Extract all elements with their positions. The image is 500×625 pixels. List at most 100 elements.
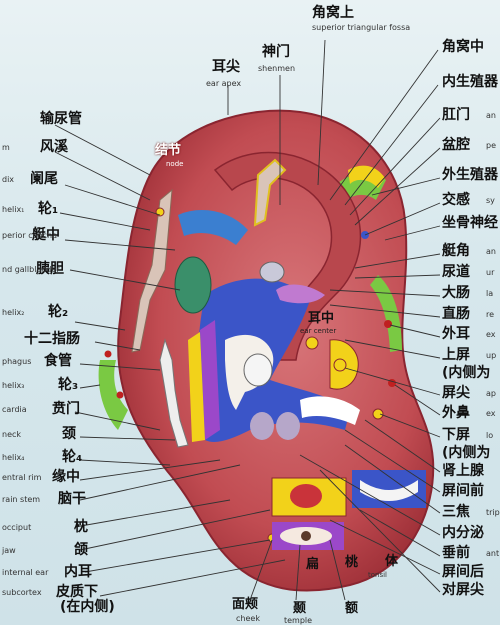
right-label-4: 外生殖器	[442, 167, 498, 183]
left-label-4: 艇中	[32, 227, 60, 243]
bladder-illustration	[259, 261, 285, 283]
right-label-3: 盆腔	[442, 137, 470, 153]
left-label-en-6: helix₂	[2, 308, 25, 317]
left-label-16: 颌	[74, 542, 88, 558]
right-label-en-11: ex	[486, 330, 496, 339]
left-label-6: 轮₂	[48, 304, 69, 320]
right-label-10: 直肠	[442, 306, 470, 322]
right-label-7: 艇角	[442, 243, 470, 259]
left-label-en-16: jaw	[2, 546, 16, 555]
right-label-17: (内侧为	[442, 445, 491, 461]
right-label-9: 大肠	[442, 285, 470, 301]
red-dot-3	[104, 350, 112, 358]
left-label-en-2: dix	[2, 175, 15, 184]
right-label-20: 三焦	[442, 504, 470, 520]
left-label-11: 颈	[62, 426, 76, 442]
bottom-label-forehead: 额	[345, 601, 359, 616]
ear-center-label-en: ear center	[300, 327, 337, 335]
right-label-2: 肛门	[442, 107, 470, 123]
left-label-3: 轮₁	[38, 201, 59, 217]
lobe-label-3: 体	[385, 554, 399, 569]
red-dot-1	[384, 320, 392, 328]
left-label-0: 输尿管	[40, 111, 82, 127]
concha-purple-strip	[200, 320, 220, 440]
lung-left	[250, 412, 274, 440]
colon-illustration	[276, 284, 325, 304]
intertragic-white	[300, 396, 360, 425]
intestine-illustration	[253, 158, 287, 227]
right-label-en-2: an	[486, 111, 496, 120]
right-label-23: 屏间后	[442, 564, 484, 580]
helix-green-left	[98, 360, 128, 430]
tragus-dot	[333, 358, 347, 372]
left-label-14: 脑干	[58, 491, 86, 507]
teeth-illustration	[360, 480, 418, 501]
right-label-en-20: trip	[486, 508, 500, 517]
right-label-18: 肾上腺	[442, 463, 484, 479]
bottom-label-temple-en: temple	[284, 616, 313, 625]
right-label-6: 坐骨神经	[442, 215, 498, 231]
left-label-en-12: helix₄	[2, 453, 25, 462]
ear-center-label: 耳中	[308, 311, 335, 326]
right-label-12: 上屏	[442, 347, 470, 363]
right-label-en-3: pe	[486, 141, 496, 150]
right-label-24: 对屏尖	[442, 582, 484, 598]
left-label-1: 风溪	[40, 139, 68, 155]
left-label-en-11: neck	[2, 430, 22, 439]
helix-green-right	[370, 275, 402, 352]
left-label-en-5: nd gallbladder	[2, 265, 60, 274]
top-label-ear-apex: 耳尖	[212, 59, 240, 75]
rectum-dot	[372, 408, 384, 420]
bottom-label-cheek: 面颊	[232, 597, 259, 612]
left-label-en-8: phagus	[2, 357, 32, 366]
right-label-13: (内侧为	[442, 365, 491, 381]
spine-illustration	[159, 338, 189, 448]
right-label-en-12: up	[486, 351, 497, 360]
right-label-15: 外鼻	[442, 405, 470, 421]
top-label-triangular-fossa-en: superior triangular fossa	[312, 23, 411, 32]
lung-right	[276, 412, 300, 440]
red-dot-4	[116, 391, 124, 399]
left-label-9: 轮₃	[58, 377, 79, 393]
right-label-0: 角窝中	[442, 39, 484, 55]
right-label-en-9: la	[486, 289, 494, 298]
concha-blue-upper	[178, 210, 248, 245]
left-label-en-10: cardia	[2, 405, 27, 414]
ear-center-dot	[305, 336, 319, 350]
right-label-21: 内分泌	[442, 525, 484, 541]
right-label-16: 下屏	[442, 427, 470, 443]
left-label-17: 内耳	[64, 564, 92, 580]
right-label-22: 垂前	[442, 545, 470, 561]
kidney-illustration	[174, 256, 212, 314]
right-label-en-7: an	[486, 247, 496, 256]
left-label-15: 枕	[74, 519, 88, 535]
left-label-en-17: internal ear	[2, 568, 49, 577]
left-label-en-13: entral rim	[2, 473, 42, 482]
top-label-ear-apex-en: ear apex	[206, 79, 242, 88]
left-label-19: (在内侧)	[60, 599, 115, 615]
top-label-shenmen: 神门	[262, 44, 290, 60]
left-label-en-9: helix₃	[2, 381, 25, 390]
left-label-8: 食管	[44, 353, 72, 369]
heart-illustration	[243, 353, 273, 387]
concha-yellow-strip	[188, 332, 205, 442]
lobe-label-1: 扁	[306, 557, 320, 572]
right-label-en-22: ant	[486, 549, 500, 558]
antihelix	[213, 151, 362, 361]
pupil-illustration	[301, 531, 311, 541]
top-label-triangular-fossa: 角窝上	[312, 5, 354, 21]
right-label-en-5: sy	[486, 196, 495, 205]
right-label-14: 屏尖	[442, 385, 470, 401]
right-label-19: 屏间前	[442, 483, 484, 499]
right-label-11: 外耳	[442, 326, 470, 342]
left-label-12: 轮₄	[62, 449, 83, 465]
right-label-5: 交感	[442, 192, 470, 208]
left-label-10: 贲门	[52, 401, 80, 417]
lobe-label-2: 桃	[345, 555, 359, 570]
tongue-illustration	[290, 484, 322, 508]
left-label-en-1: m	[2, 143, 10, 152]
top-label-shenmen-en: shenmen	[258, 64, 296, 73]
right-label-en-15: ex	[486, 409, 496, 418]
right-label-en-16: lo	[486, 431, 494, 440]
